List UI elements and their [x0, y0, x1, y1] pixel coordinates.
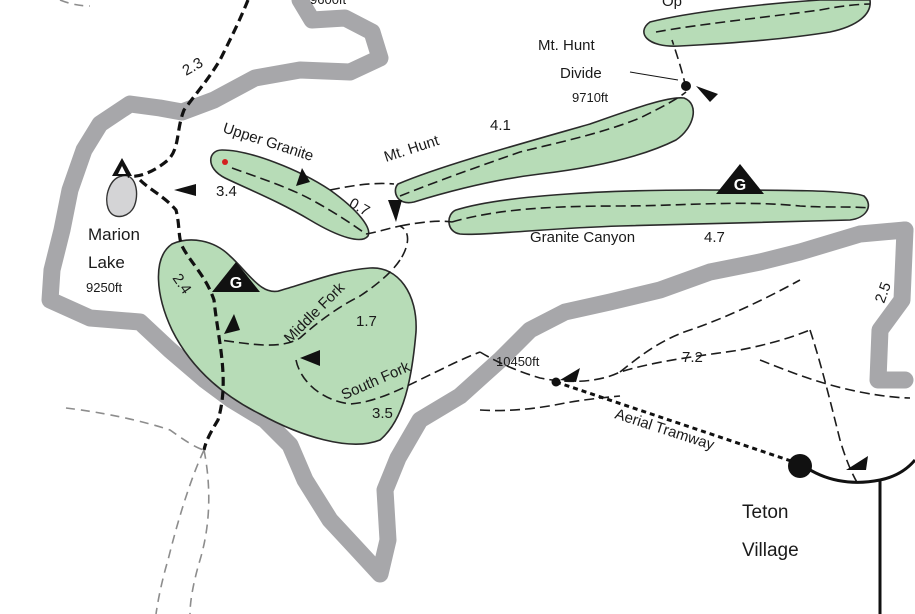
arrow-marker-8 [846, 456, 868, 470]
label-teton-village-2: Village [742, 540, 799, 561]
distance-1-7: 1.7 [356, 313, 377, 330]
label-top-elev: 9600ft [310, 0, 347, 7]
group-camp-marker-middle-fork: G [212, 262, 260, 292]
label-teton-village-1: Teton [742, 502, 788, 523]
distance-2-5: 2.5 [872, 280, 895, 305]
trail-middle-fork [219, 259, 401, 346]
label-aerial-tramway: Aerial Tramway [613, 406, 717, 454]
trail-top-right [655, 3, 871, 33]
group-camp-marker-granite-canyon: G [716, 164, 764, 194]
divide-leader-line [629, 71, 679, 81]
label-divide-2: Divide [560, 65, 602, 82]
trail-granite-link [399, 220, 453, 227]
trail-grey-2 [155, 449, 205, 614]
label-granite-canyon: Granite Canyon [530, 229, 635, 246]
trail-valley-branch-1 [619, 279, 801, 373]
label-tram-elev: 10450ft [496, 354, 540, 369]
group-camp-letter: G [230, 275, 242, 292]
zone-granite-canyon [448, 189, 870, 236]
park-boundary-west [41, 0, 914, 583]
trail-grey-1 [65, 407, 205, 451]
mt-hunt-divide-dot [681, 81, 691, 91]
teton-village-road [803, 459, 915, 614]
group-camp-letter: G [734, 177, 746, 194]
trail-mt-hunt [399, 91, 687, 197]
trail-valley-east [479, 329, 811, 383]
trail-granite-canyon [451, 202, 871, 223]
label-marion-elev: 9250ft [86, 280, 123, 295]
trail-divide-connector [671, 39, 687, 89]
label-top-partial: Op [662, 0, 682, 10]
arrow-marker-7 [560, 368, 580, 382]
trail-grey-top [59, 0, 91, 7]
park-boundary-east [869, 221, 914, 389]
label-marion-lake-2: Lake [88, 253, 125, 272]
campsite-marker-marion [112, 158, 132, 176]
arrow-marker-2 [296, 168, 310, 186]
trailhead-dot-red [222, 159, 228, 165]
distance-3-4: 3.4 [216, 183, 237, 200]
label-divide-elev: 9710ft [572, 90, 609, 105]
arrow-marker-6 [300, 350, 320, 366]
aerial-tramway-line [555, 380, 801, 466]
label-mt-hunt: Mt. Hunt [382, 132, 442, 166]
marion-lake [106, 175, 138, 218]
distance-2-3: 2.3 [180, 54, 207, 79]
trail-north-crossing [329, 182, 395, 191]
arrow-marker-5 [224, 314, 240, 334]
trail-upper-granite [231, 167, 367, 235]
trail-valley-lower [479, 395, 621, 412]
arrow-marker-3 [388, 200, 402, 222]
trail-grey-3 [189, 449, 210, 614]
trail-teton-crest-south [138, 178, 225, 451]
distance-4-1: 4.1 [490, 117, 511, 134]
trail-south-fork [295, 351, 481, 405]
label-marion-lake-1: Marion [88, 225, 140, 244]
arrow-marker-4 [696, 86, 718, 102]
zone-mt-hunt [394, 97, 695, 204]
label-divide-1: Mt. Hunt [538, 37, 596, 54]
trail-valley-branch-2 [809, 329, 859, 485]
arrow-marker-1 [174, 184, 196, 196]
distance-3-5: 3.5 [372, 405, 393, 422]
tram-summit-dot [551, 377, 561, 387]
trail-teton-crest [127, 0, 250, 178]
distance-7-2: 7.2 [682, 349, 703, 366]
distance-4-7: 4.7 [704, 229, 725, 246]
trail-valley-branch-3 [759, 359, 911, 399]
trail-upper-connector [365, 225, 409, 261]
teton-village-dot [788, 454, 812, 478]
